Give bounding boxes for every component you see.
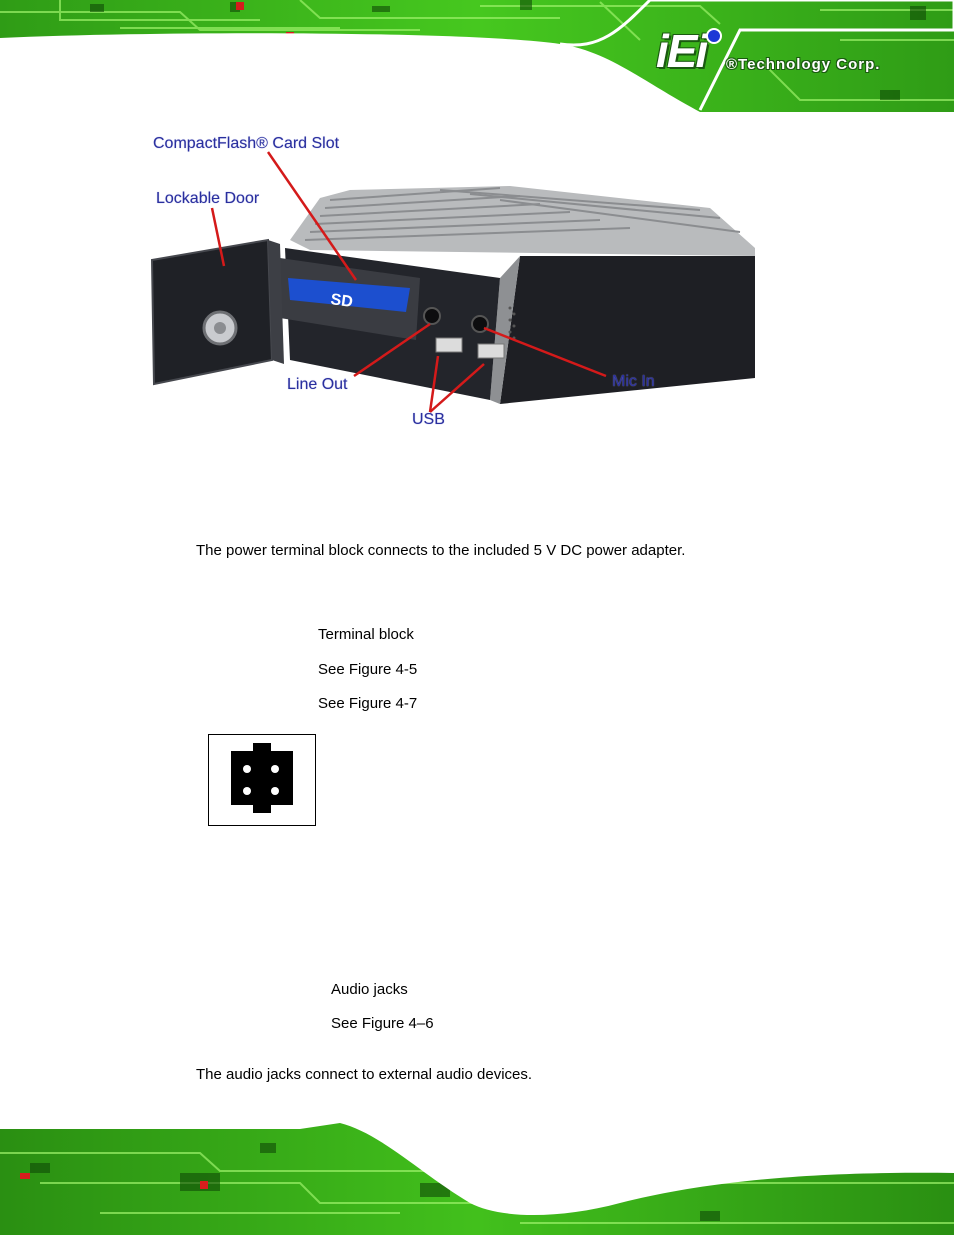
page-header: iEi ®Technology Corp. (0, 0, 954, 112)
callout-usb: USB (412, 411, 445, 428)
logo-dot-icon (706, 28, 722, 44)
device-illustration: SD (150, 151, 755, 413)
callout-line-out: Line Out (287, 376, 348, 393)
brand-logo-block: iEi ®Technology Corp. (656, 24, 916, 84)
iei-logo: iEi (656, 25, 708, 77)
power-spec-pinout: See Figure 4-7 (318, 695, 418, 712)
sd-card-label: SD (329, 291, 353, 311)
device-figure: SD CompactFlash® Card Slot Lockable Door… (140, 128, 780, 438)
power-description: The power terminal block connects to the… (196, 542, 686, 559)
callout-lines (210, 151, 607, 413)
circuit-board-banner (0, 0, 954, 112)
callout-lockable-door: Lockable Door (156, 190, 260, 207)
circuit-board-footer (0, 1123, 954, 1235)
brand-corp-name: ®Technology Corp. (726, 56, 881, 73)
callout-mic-in: Mic In (612, 373, 655, 390)
callout-compactflash-slot: CompactFlash® Card Slot (153, 135, 340, 152)
power-spec-location: See Figure 4-5 (318, 661, 418, 678)
audio-spec-type: Audio jacks (331, 981, 408, 998)
page-footer (0, 1123, 954, 1235)
audio-spec-location: See Figure 4–6 (331, 1015, 434, 1032)
power-spec-type: Terminal block (318, 626, 414, 643)
audio-description: The audio jacks connect to external audi… (196, 1066, 533, 1083)
power-connector-diagram (208, 734, 316, 826)
power-connector-icon (231, 743, 293, 813)
